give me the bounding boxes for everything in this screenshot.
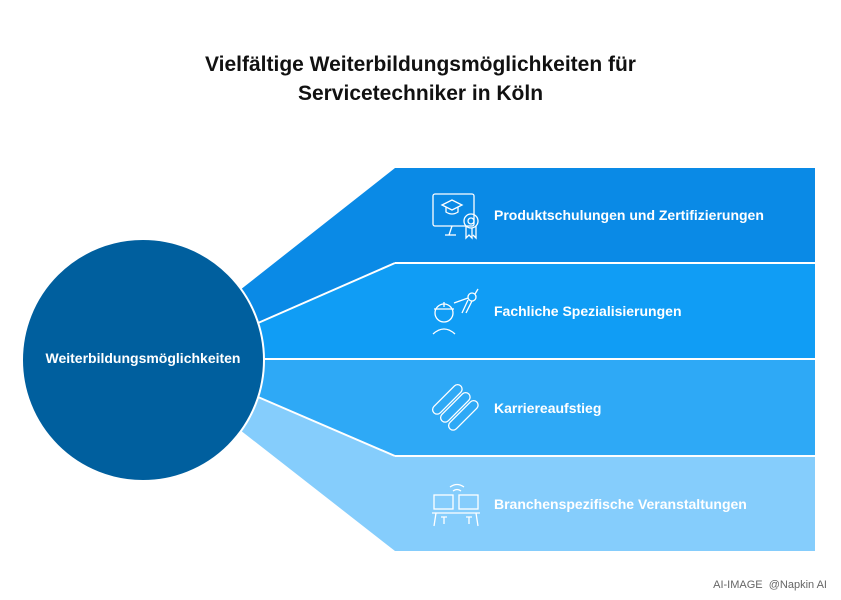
item-label: Karriereaufstieg: [494, 400, 602, 416]
band-2: [258, 263, 815, 359]
center-label: Weiterbildungsmöglichkeiten: [45, 350, 241, 366]
item-label: Produktschulungen und Zertifizierungen: [494, 207, 764, 223]
networked-workstations-icon: [432, 483, 480, 527]
item-label: Branchenspezifische Veranstaltungen: [494, 496, 747, 512]
center-circle: [21, 238, 265, 482]
item-label: Fachliche Spezialisierungen: [494, 303, 682, 319]
certificate-monitor-icon: [432, 193, 479, 240]
title-line: Servicetechniker in Köln: [297, 82, 544, 105]
engineer-compass-icon: [432, 288, 479, 335]
watermark: AI-IMAGE @Napkin AI: [713, 579, 827, 591]
band-1: [240, 168, 815, 323]
title-line: Vielfältige Weiterbildungsmöglichkeiten …: [205, 53, 636, 76]
band-4: [240, 397, 815, 551]
band-3: [258, 359, 815, 456]
page-title: Vielfältige Weiterbildungsmöglichkeiten …: [0, 50, 841, 108]
stacked-capsules-icon: [431, 383, 479, 431]
